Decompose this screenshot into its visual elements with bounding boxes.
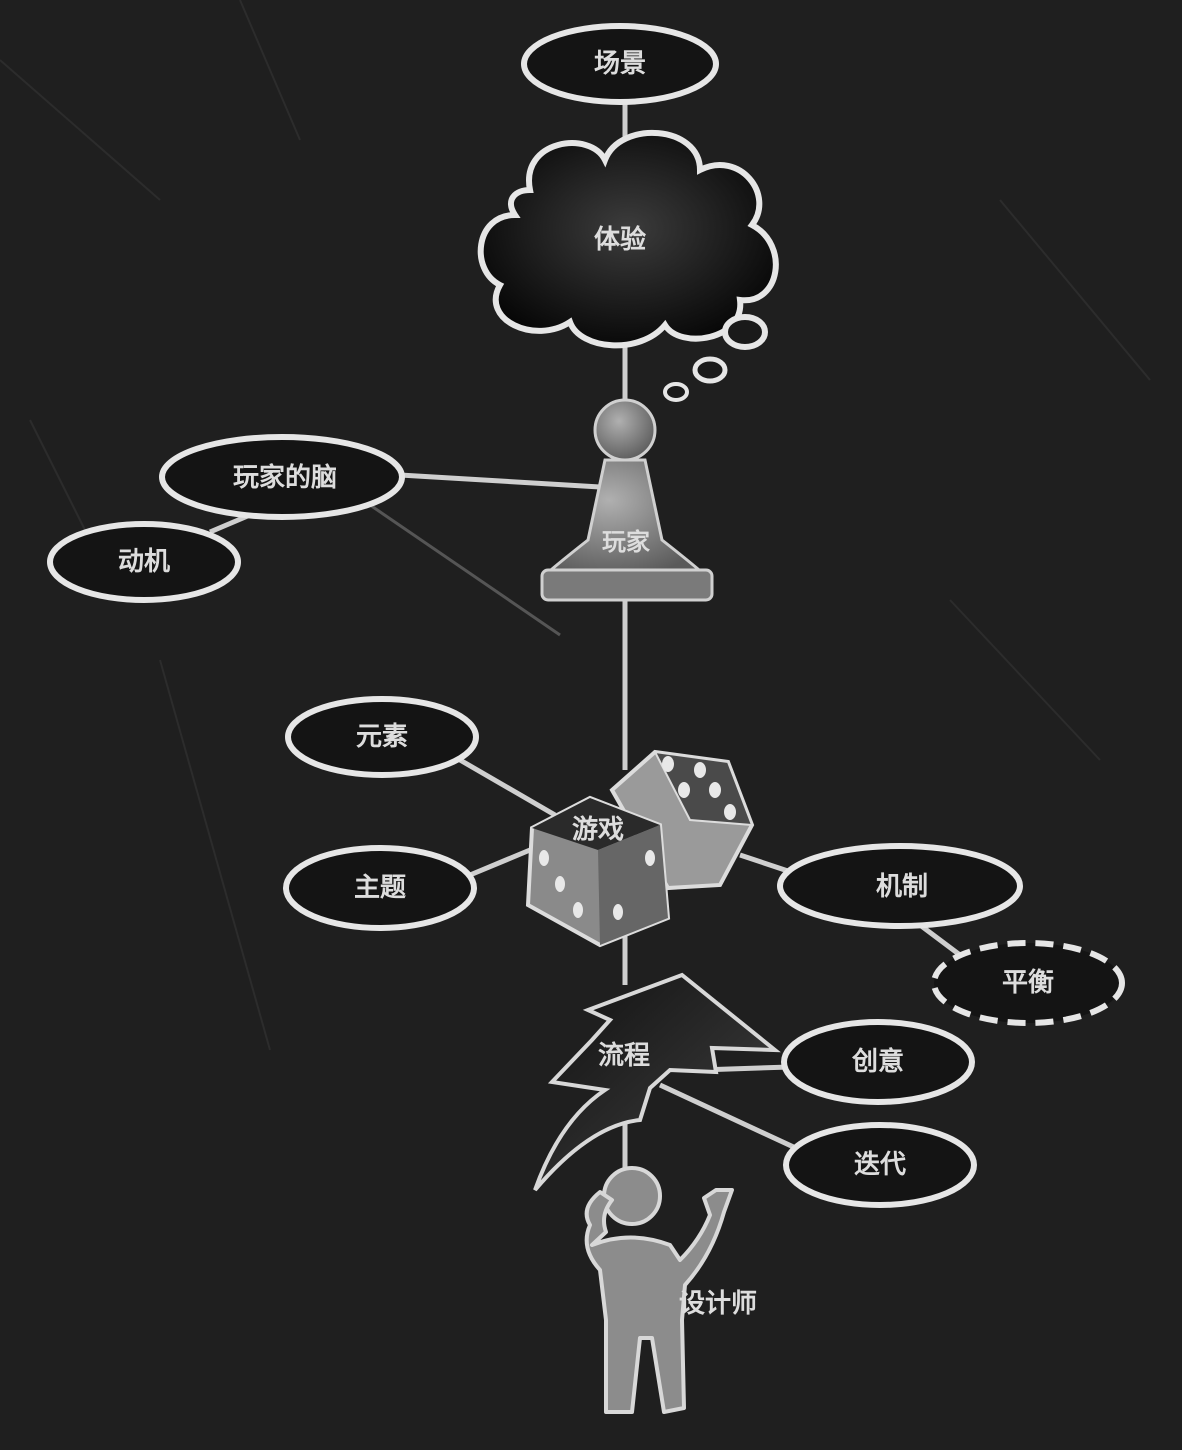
node-game: 游戏 bbox=[525, 749, 755, 948]
node-designer: 设计师 bbox=[584, 1166, 757, 1414]
node-scene: 场景 bbox=[521, 23, 719, 105]
node-game-label: 游戏 bbox=[572, 815, 624, 845]
node-designer-label: 设计师 bbox=[679, 1289, 757, 1319]
background-texture bbox=[0, 0, 1151, 1051]
node-motivation-label: 动机 bbox=[118, 547, 170, 577]
node-theme-label: 主题 bbox=[354, 873, 406, 903]
node-mechanics-label: 机制 bbox=[876, 872, 928, 902]
node-balance-label: 平衡 bbox=[1002, 967, 1054, 998]
lightning-icon bbox=[533, 972, 781, 1192]
node-scene-label: 场景 bbox=[594, 49, 646, 79]
node-creativity: 创意 bbox=[781, 1019, 975, 1105]
pawn-icon bbox=[540, 398, 714, 602]
node-mechanics: 机制 bbox=[777, 843, 1023, 929]
node-experience-label: 体验 bbox=[594, 224, 646, 255]
node-process-label: 流程 bbox=[598, 1041, 650, 1071]
node-experience: 体验 bbox=[477, 129, 779, 349]
node-player-mind: 玩家的脑 bbox=[159, 434, 405, 520]
node-elements: 元素 bbox=[285, 696, 479, 778]
node-balance: 平衡 bbox=[931, 940, 1125, 1026]
node-process: 流程 bbox=[533, 972, 781, 1192]
node-iteration-label: 迭代 bbox=[854, 1150, 906, 1180]
node-player: 玩家 bbox=[540, 398, 714, 602]
thought-bubbles bbox=[663, 314, 768, 402]
node-creativity-label: 创意 bbox=[851, 1046, 904, 1077]
node-player-label: 玩家 bbox=[602, 528, 650, 556]
node-elements-label: 元素 bbox=[356, 722, 408, 752]
node-iteration: 迭代 bbox=[783, 1122, 977, 1208]
node-motivation: 动机 bbox=[47, 521, 241, 603]
dice-icon bbox=[525, 749, 755, 948]
node-player-mind-label: 玩家的脑 bbox=[233, 462, 337, 493]
person-icon bbox=[584, 1166, 734, 1414]
node-theme: 主题 bbox=[283, 845, 477, 931]
